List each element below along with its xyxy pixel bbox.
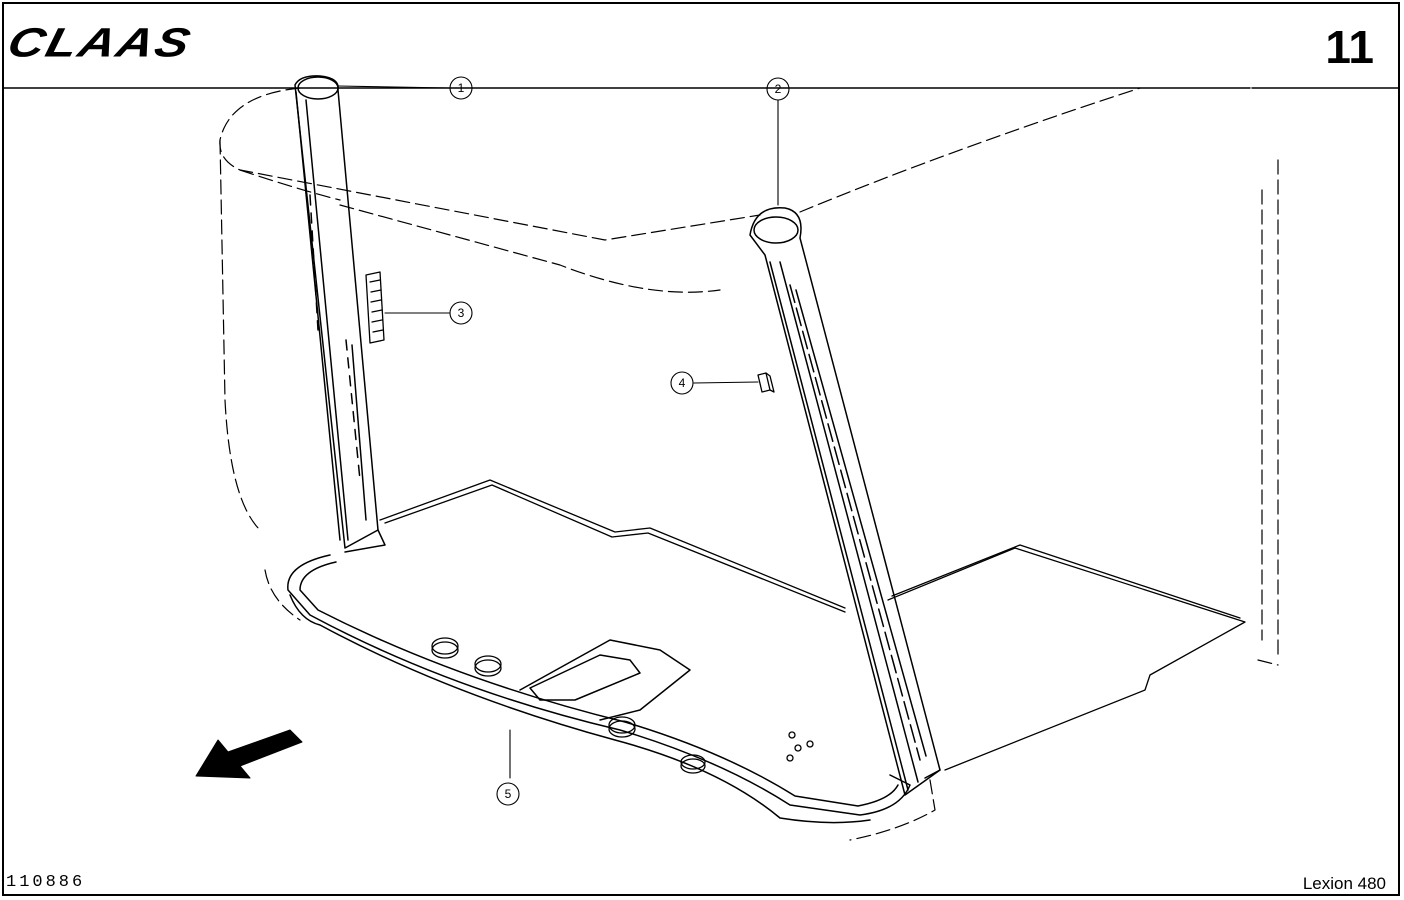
page-number: 11: [1325, 21, 1374, 73]
floor-plate-bolts: [431, 637, 814, 774]
right-pillar-trim: [749, 207, 941, 796]
cab-outline-dashed: [219, 87, 1279, 841]
callout-circles: [449, 76, 790, 806]
callout-label-5: 5: [505, 787, 512, 801]
arrow-forward-direction-icon: [195, 729, 303, 779]
callout-label-4: 4: [679, 376, 686, 390]
callout-circle-1: [449, 76, 473, 100]
callout-circle-2: [766, 77, 790, 101]
floor-mat-outline: [379, 479, 1246, 771]
callout-label-2: 2: [775, 82, 782, 96]
callout-circle-5: [496, 782, 520, 806]
clip-part: [757, 372, 775, 393]
drawing-number: 110886: [6, 873, 86, 892]
callout-circle-4: [670, 371, 694, 395]
callout-label-3: 3: [458, 306, 465, 320]
model-name: Lexion 480: [1302, 874, 1386, 893]
floor-plate: [287, 554, 911, 824]
leader-lines: [337, 85, 779, 779]
callout-label-1: 1: [458, 81, 465, 95]
left-pillar-trim: [294, 75, 386, 553]
vent-grille-part: [365, 271, 385, 344]
callout-circle-3: [449, 301, 473, 325]
